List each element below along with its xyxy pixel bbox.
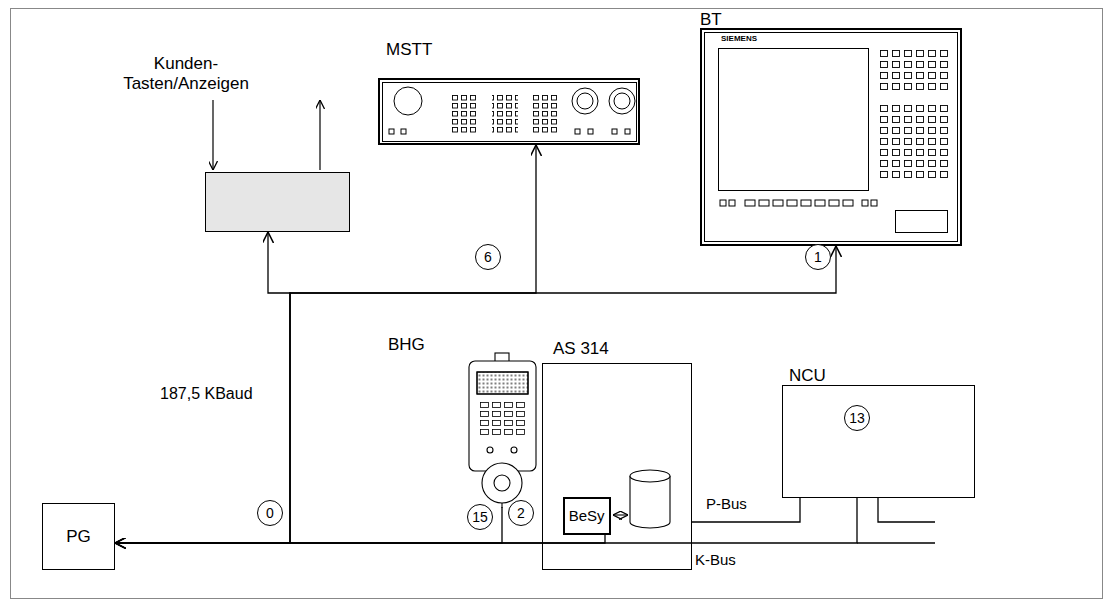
- bus-connector: [115, 507, 502, 543]
- callout-number: 2: [508, 500, 534, 526]
- node-heading: BT: [700, 10, 722, 30]
- node-heading: Kunden- Tasten/Anzeigen: [111, 54, 261, 94]
- operator-panel: BT: [700, 28, 962, 246]
- machine-control-panel: MSTT: [378, 78, 640, 145]
- node-heading: AS 314: [553, 339, 609, 359]
- callout-number: 1: [805, 244, 831, 270]
- callout-number: 13: [844, 405, 870, 431]
- memory-symbol: [630, 470, 670, 528]
- bus-continuation: [857, 498, 935, 543]
- ncu-box: NCU: [782, 385, 975, 498]
- baud-rate: 187,5 KBaud: [160, 384, 253, 403]
- bus-connector: [115, 535, 605, 543]
- programming-device-box: PG: [42, 503, 115, 570]
- handheld-unit: [469, 353, 536, 508]
- node-label: BeSy: [569, 506, 605, 526]
- operator-panel-face: [705, 33, 958, 242]
- input-arrow: [212, 100, 213, 170]
- bus-connector: [115, 246, 836, 543]
- customer-panel-box: Kunden- Tasten/Anzeigen: [205, 172, 350, 232]
- data-link: [613, 514, 628, 515]
- callout-number: 6: [475, 244, 501, 270]
- node-label: PG: [66, 527, 91, 547]
- brand-logo: SIEMENS: [721, 33, 757, 44]
- node-heading: NCU: [789, 366, 826, 386]
- bus-name: P-Bus: [704, 495, 749, 512]
- frame: [11, 9, 1103, 599]
- operating-system-box: BeSy: [563, 497, 611, 535]
- bus-connector: [115, 145, 536, 543]
- callout-number: 15: [467, 504, 493, 530]
- bus-name: K-Bus: [695, 551, 736, 569]
- output-arrow: [319, 100, 320, 170]
- node-heading: BHG: [388, 335, 425, 355]
- bus-connector: [115, 232, 290, 543]
- handheld-unit-node: BHG: [385, 335, 540, 507]
- plc-box: BeSyAS 314: [542, 363, 692, 570]
- callout-number: 0: [257, 500, 283, 526]
- machine-panel-face: [383, 83, 637, 142]
- node-heading: MSTT: [386, 40, 432, 60]
